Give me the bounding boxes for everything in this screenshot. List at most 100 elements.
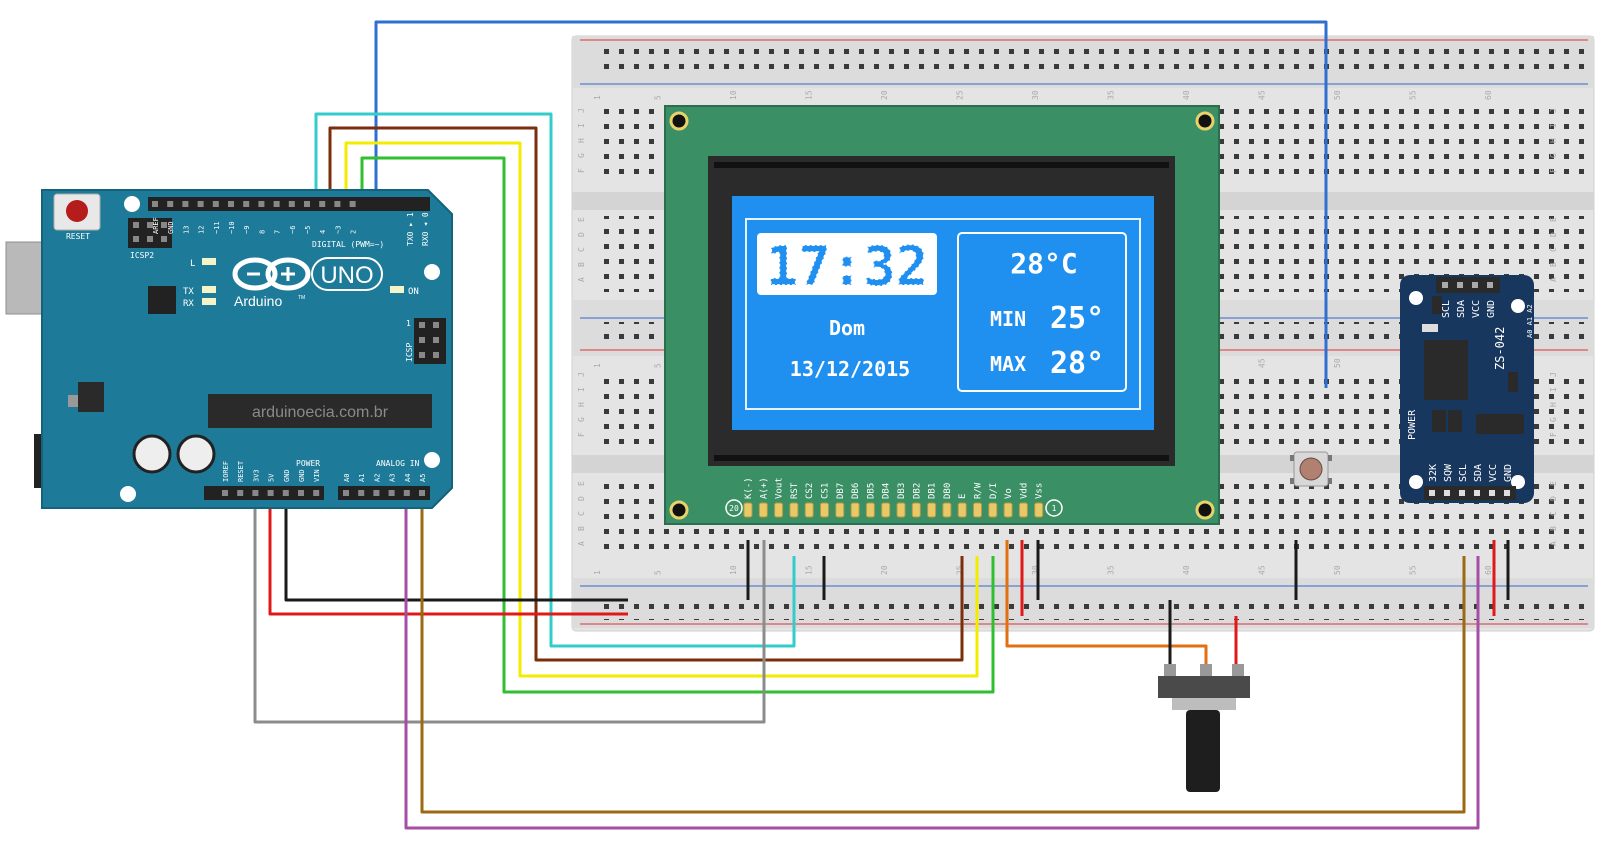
lcd-pin[interactable] <box>1034 502 1044 518</box>
lcd-pin-label: Vo <box>1004 488 1014 499</box>
digital-pin[interactable] <box>182 201 189 207</box>
rtc-chip <box>1424 340 1468 400</box>
digital-pin[interactable] <box>334 201 341 207</box>
lcd-pin[interactable] <box>820 502 829 518</box>
rtc-bottom-pin[interactable] <box>1474 490 1480 496</box>
row-letter: A <box>577 541 586 546</box>
column-number: 45 <box>1257 90 1266 100</box>
rtc-top-pin[interactable] <box>1472 282 1478 288</box>
rtc-top-pin[interactable] <box>1457 282 1463 288</box>
row-letter: G <box>1549 417 1558 422</box>
rx0-label: RX0 ◂ 0 <box>421 212 430 246</box>
min-label: MIN <box>990 307 1026 331</box>
lcd-pin[interactable] <box>896 502 906 518</box>
power-pin-label: GND <box>298 469 306 482</box>
wire-gray <box>253 492 766 724</box>
power-pin[interactable] <box>313 490 320 496</box>
power-pin[interactable] <box>282 490 289 496</box>
rtc-bottom-pin[interactable] <box>1444 490 1450 496</box>
row-letter: J <box>1549 108 1558 113</box>
power-pin[interactable] <box>222 490 228 496</box>
graphic-lcd-module: 17:32 Dom 13/12/2015 28°C MIN 25° MAX 28… <box>664 105 1220 525</box>
rtc-top-pin[interactable] <box>1487 282 1493 288</box>
rtc-bottom-pin[interactable] <box>1489 490 1495 496</box>
lcd-pin[interactable] <box>927 502 937 518</box>
rtc-top-pin[interactable] <box>1442 282 1448 288</box>
wire-green <box>360 156 995 694</box>
column-number: 20 <box>880 565 889 575</box>
lcd-pin[interactable] <box>1003 502 1013 518</box>
row-letter: I <box>1549 387 1558 392</box>
analog-pin[interactable] <box>419 490 425 496</box>
analog-pin[interactable] <box>358 490 365 496</box>
digital-pin[interactable] <box>243 201 250 207</box>
lcd-pin[interactable] <box>881 502 891 518</box>
row-letter: J <box>577 372 586 377</box>
digital-pin[interactable] <box>258 201 265 207</box>
lcd-pin[interactable] <box>789 502 799 518</box>
lcd-pin[interactable] <box>988 502 998 518</box>
analog-pin[interactable] <box>403 490 410 496</box>
lcd-pin[interactable] <box>911 502 921 518</box>
lcd-pin[interactable] <box>850 502 860 518</box>
analog-pin[interactable] <box>343 490 349 496</box>
power-pin[interactable] <box>237 490 244 496</box>
row-letter: I <box>577 123 586 128</box>
rtc-address-label: A0 A1 A2 <box>1526 304 1534 338</box>
power-pin-label: RESET <box>237 460 245 482</box>
push-button <box>1290 451 1332 487</box>
column-number: 50 <box>1333 90 1342 100</box>
digital-pin[interactable] <box>319 201 326 207</box>
column-number: 50 <box>1333 565 1342 575</box>
digital-pin[interactable] <box>152 201 158 207</box>
digital-pin[interactable] <box>228 201 234 207</box>
column-number: 1 <box>593 95 602 100</box>
digital-pin[interactable] <box>212 201 219 207</box>
power-pin[interactable] <box>298 490 304 496</box>
lcd-pin[interactable] <box>835 502 845 518</box>
analog-pin-label: A4 <box>404 474 412 482</box>
lcd-pin[interactable] <box>957 502 967 518</box>
lcd-pin-label: CS1 <box>821 483 831 499</box>
digital-pin[interactable] <box>167 201 174 207</box>
led-tx-label: TX <box>183 287 194 297</box>
analog-pin-label: A3 <box>389 474 397 482</box>
rtc-bottom-pin[interactable] <box>1429 490 1435 496</box>
row-letter: E <box>1549 481 1558 486</box>
lcd-pin[interactable] <box>973 502 982 518</box>
analog-pin[interactable] <box>373 490 380 496</box>
row-letter: A <box>577 277 586 282</box>
lcd-pin[interactable] <box>804 502 814 518</box>
wire-brown <box>328 126 964 662</box>
lcd-pin[interactable] <box>743 502 753 518</box>
lcd-pin[interactable] <box>1018 502 1028 518</box>
lcd-pin-label: DB7 <box>836 483 846 499</box>
power-pin[interactable] <box>267 490 274 496</box>
power-pin-label: GND <box>283 469 291 482</box>
digital-pin-label: 13 <box>182 226 190 234</box>
digital-pin[interactable] <box>304 201 310 207</box>
analog-pin[interactable] <box>388 490 395 496</box>
lcd-pin[interactable] <box>758 502 768 518</box>
lcd-pin[interactable] <box>942 502 952 518</box>
lcd-pin[interactable] <box>865 502 875 518</box>
rtc-bottom-pin[interactable] <box>1504 490 1510 496</box>
power-pin[interactable] <box>252 490 259 496</box>
digital-pin[interactable] <box>288 201 295 207</box>
lcd-pin[interactable] <box>774 502 784 518</box>
digital-pin[interactable] <box>273 201 280 207</box>
column-number: 30 <box>1031 565 1040 575</box>
rtc-top-pin-label: VCC <box>1471 300 1482 318</box>
digital-pin-label: ~11 <box>213 221 221 234</box>
column-number: 10 <box>729 565 738 575</box>
lcd-pin-last: 1 <box>1052 504 1057 513</box>
lcd-pin-label: E <box>958 494 968 499</box>
digital-pin[interactable] <box>349 201 356 207</box>
rtc-bottom-pin[interactable] <box>1459 490 1465 496</box>
rtc-bottom-pin-label: SDA <box>1473 464 1484 482</box>
column-number: 15 <box>804 90 813 100</box>
rtc-bottom-pin-label: GND <box>1503 464 1514 482</box>
site-label: arduinoecia.com.br <box>252 404 389 421</box>
digital-pin[interactable] <box>197 201 204 207</box>
